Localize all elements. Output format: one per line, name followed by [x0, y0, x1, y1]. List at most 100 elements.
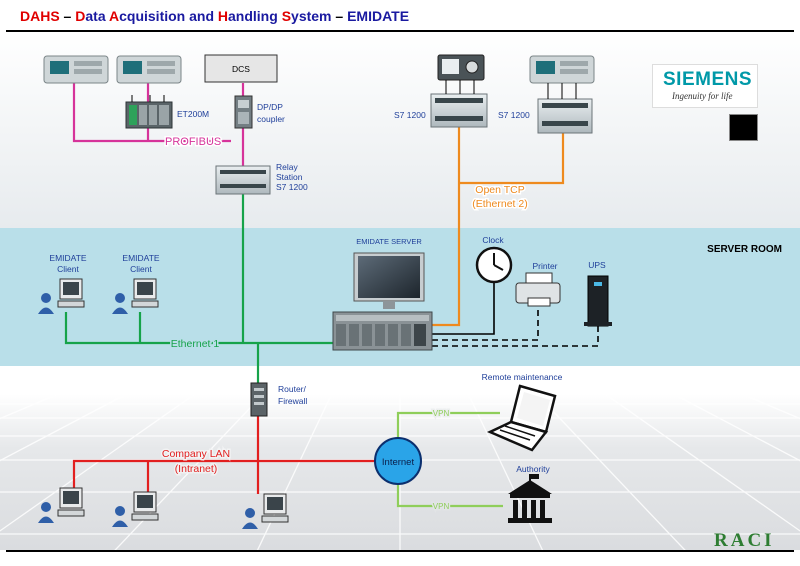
label-vpn-2: VPN [433, 502, 450, 511]
diagram-labels: DCS DP/DP coupler ET200M PROFIBUS Relay … [49, 64, 782, 513]
label-router-2: Firewall [278, 396, 307, 406]
lan-lines [72, 416, 376, 494]
dcs-box [204, 54, 278, 83]
clock-icon [475, 246, 513, 284]
label-relay-1: Relay [276, 162, 298, 172]
ethernet2-line-right [459, 133, 565, 185]
floor-grid-line [536, 393, 701, 566]
label-remote-maintenance: Remote maintenance [482, 372, 563, 382]
ups-icon [584, 275, 612, 327]
label-dpdp-1: DP/DP [257, 102, 283, 112]
laptop-icon [486, 384, 557, 452]
printer-line [432, 306, 539, 341]
raci-logo: RACI [714, 530, 775, 551]
title-word-handling: andling [228, 8, 282, 24]
vpn-line-remote [396, 411, 500, 438]
title-separator: – [59, 8, 76, 24]
label-s7-right: S7 1200 [498, 110, 530, 120]
label-ethernet1: Ethernet 1 [171, 338, 220, 350]
relay-station-plc [215, 165, 271, 195]
printer-icon [515, 272, 561, 307]
label-authority: Authority [516, 464, 550, 474]
authority-building-icon [508, 474, 552, 523]
connections [64, 83, 599, 508]
label-open-tcp-1: Open TCP [475, 184, 524, 196]
label-emidate-server: EMIDATE SERVER [356, 237, 422, 246]
relay-device-2 [116, 55, 182, 84]
title-dahs: DAHS [20, 8, 60, 24]
label-client2-1: EMIDATE [122, 253, 159, 263]
s7-1200-left [430, 54, 488, 128]
lan-client-3 [242, 493, 289, 529]
label-relay-2: Station [276, 172, 303, 182]
label-open-tcp-2: (Ethernet 2) [472, 198, 527, 210]
lan-client-1 [38, 487, 85, 523]
diagram-title: DAHS – Data Acquisition and Handling Sys… [20, 8, 409, 24]
floor-grid-line [0, 393, 127, 462]
label-client1-2: Client [57, 264, 79, 274]
emidate-server [332, 252, 433, 351]
tuv-certification-logo [729, 114, 758, 141]
floor-grid-line [604, 393, 800, 532]
internet-node [374, 437, 422, 485]
title-emidate: EMIDATE [347, 8, 410, 24]
floor-gap [0, 366, 800, 394]
title-word-data: ata [85, 8, 109, 24]
label-printer: Printer [532, 261, 557, 271]
floor-grid-line [0, 393, 196, 532]
label-vpn-1: VPN [433, 409, 450, 418]
label-company-lan: Company LAN [162, 448, 230, 460]
ethernet2-line-left [432, 127, 461, 327]
floor-grid-line [249, 393, 333, 566]
et200m-module [125, 95, 173, 129]
client-computer-2 [112, 278, 159, 314]
title-word-acquisition: cquisition and [119, 8, 218, 24]
floor-grid-line [99, 393, 264, 566]
title-separator-2: – [331, 8, 348, 24]
label-dpdp-2: coupler [257, 114, 285, 124]
title-word-system: ystem [291, 8, 332, 24]
label-client2-2: Client [130, 264, 152, 274]
profibus-line-1 [72, 83, 231, 143]
ethernet1-bus [64, 312, 334, 345]
client-computer-1 [38, 278, 85, 314]
floor-grid-line [673, 393, 800, 462]
label-router-1: Router/ [278, 384, 307, 394]
label-internet: Internet [382, 457, 415, 468]
title-letter-h: H [217, 8, 229, 24]
title-letter-d: D [75, 8, 86, 24]
floor-grid [0, 393, 800, 566]
label-relay-3: S7 1200 [276, 182, 308, 192]
server-peripheral-lines [432, 283, 599, 347]
s7-1200-right [529, 55, 595, 134]
router-icon [250, 382, 268, 417]
floor-grid-line [467, 393, 551, 566]
footer-rule [6, 550, 794, 552]
siemens-brand: SIEMENS [663, 69, 753, 90]
label-et200m: ET200M [177, 109, 209, 119]
label-s7-left: S7 1200 [394, 110, 426, 120]
label-client1-1: EMIDATE [49, 253, 86, 263]
vpn-line-authority [396, 483, 503, 508]
dpdp-coupler [234, 95, 253, 129]
label-ups: UPS [588, 260, 606, 270]
ups-line [432, 326, 599, 347]
vpn-lines [396, 411, 503, 508]
lan-bus [72, 459, 258, 488]
clock-line [432, 283, 495, 335]
label-profibus: PROFIBUS [165, 136, 221, 148]
label-clock: Clock [482, 235, 504, 245]
lan-client-2 [112, 491, 159, 527]
siemens-tagline: Ingenuity for life [672, 91, 733, 101]
label-server-room: SERVER ROOM [707, 244, 782, 255]
relay-device-1 [43, 55, 109, 84]
ethernet1-lines [64, 194, 334, 383]
title-letter-a: A [108, 8, 120, 24]
siemens-logo: SIEMENS Ingenuity for life [652, 64, 758, 108]
label-dcs: DCS [232, 64, 250, 74]
label-intranet: (Intranet) [175, 463, 218, 475]
title-letter-s: S [281, 8, 292, 24]
ethernet2-lines [432, 127, 565, 327]
